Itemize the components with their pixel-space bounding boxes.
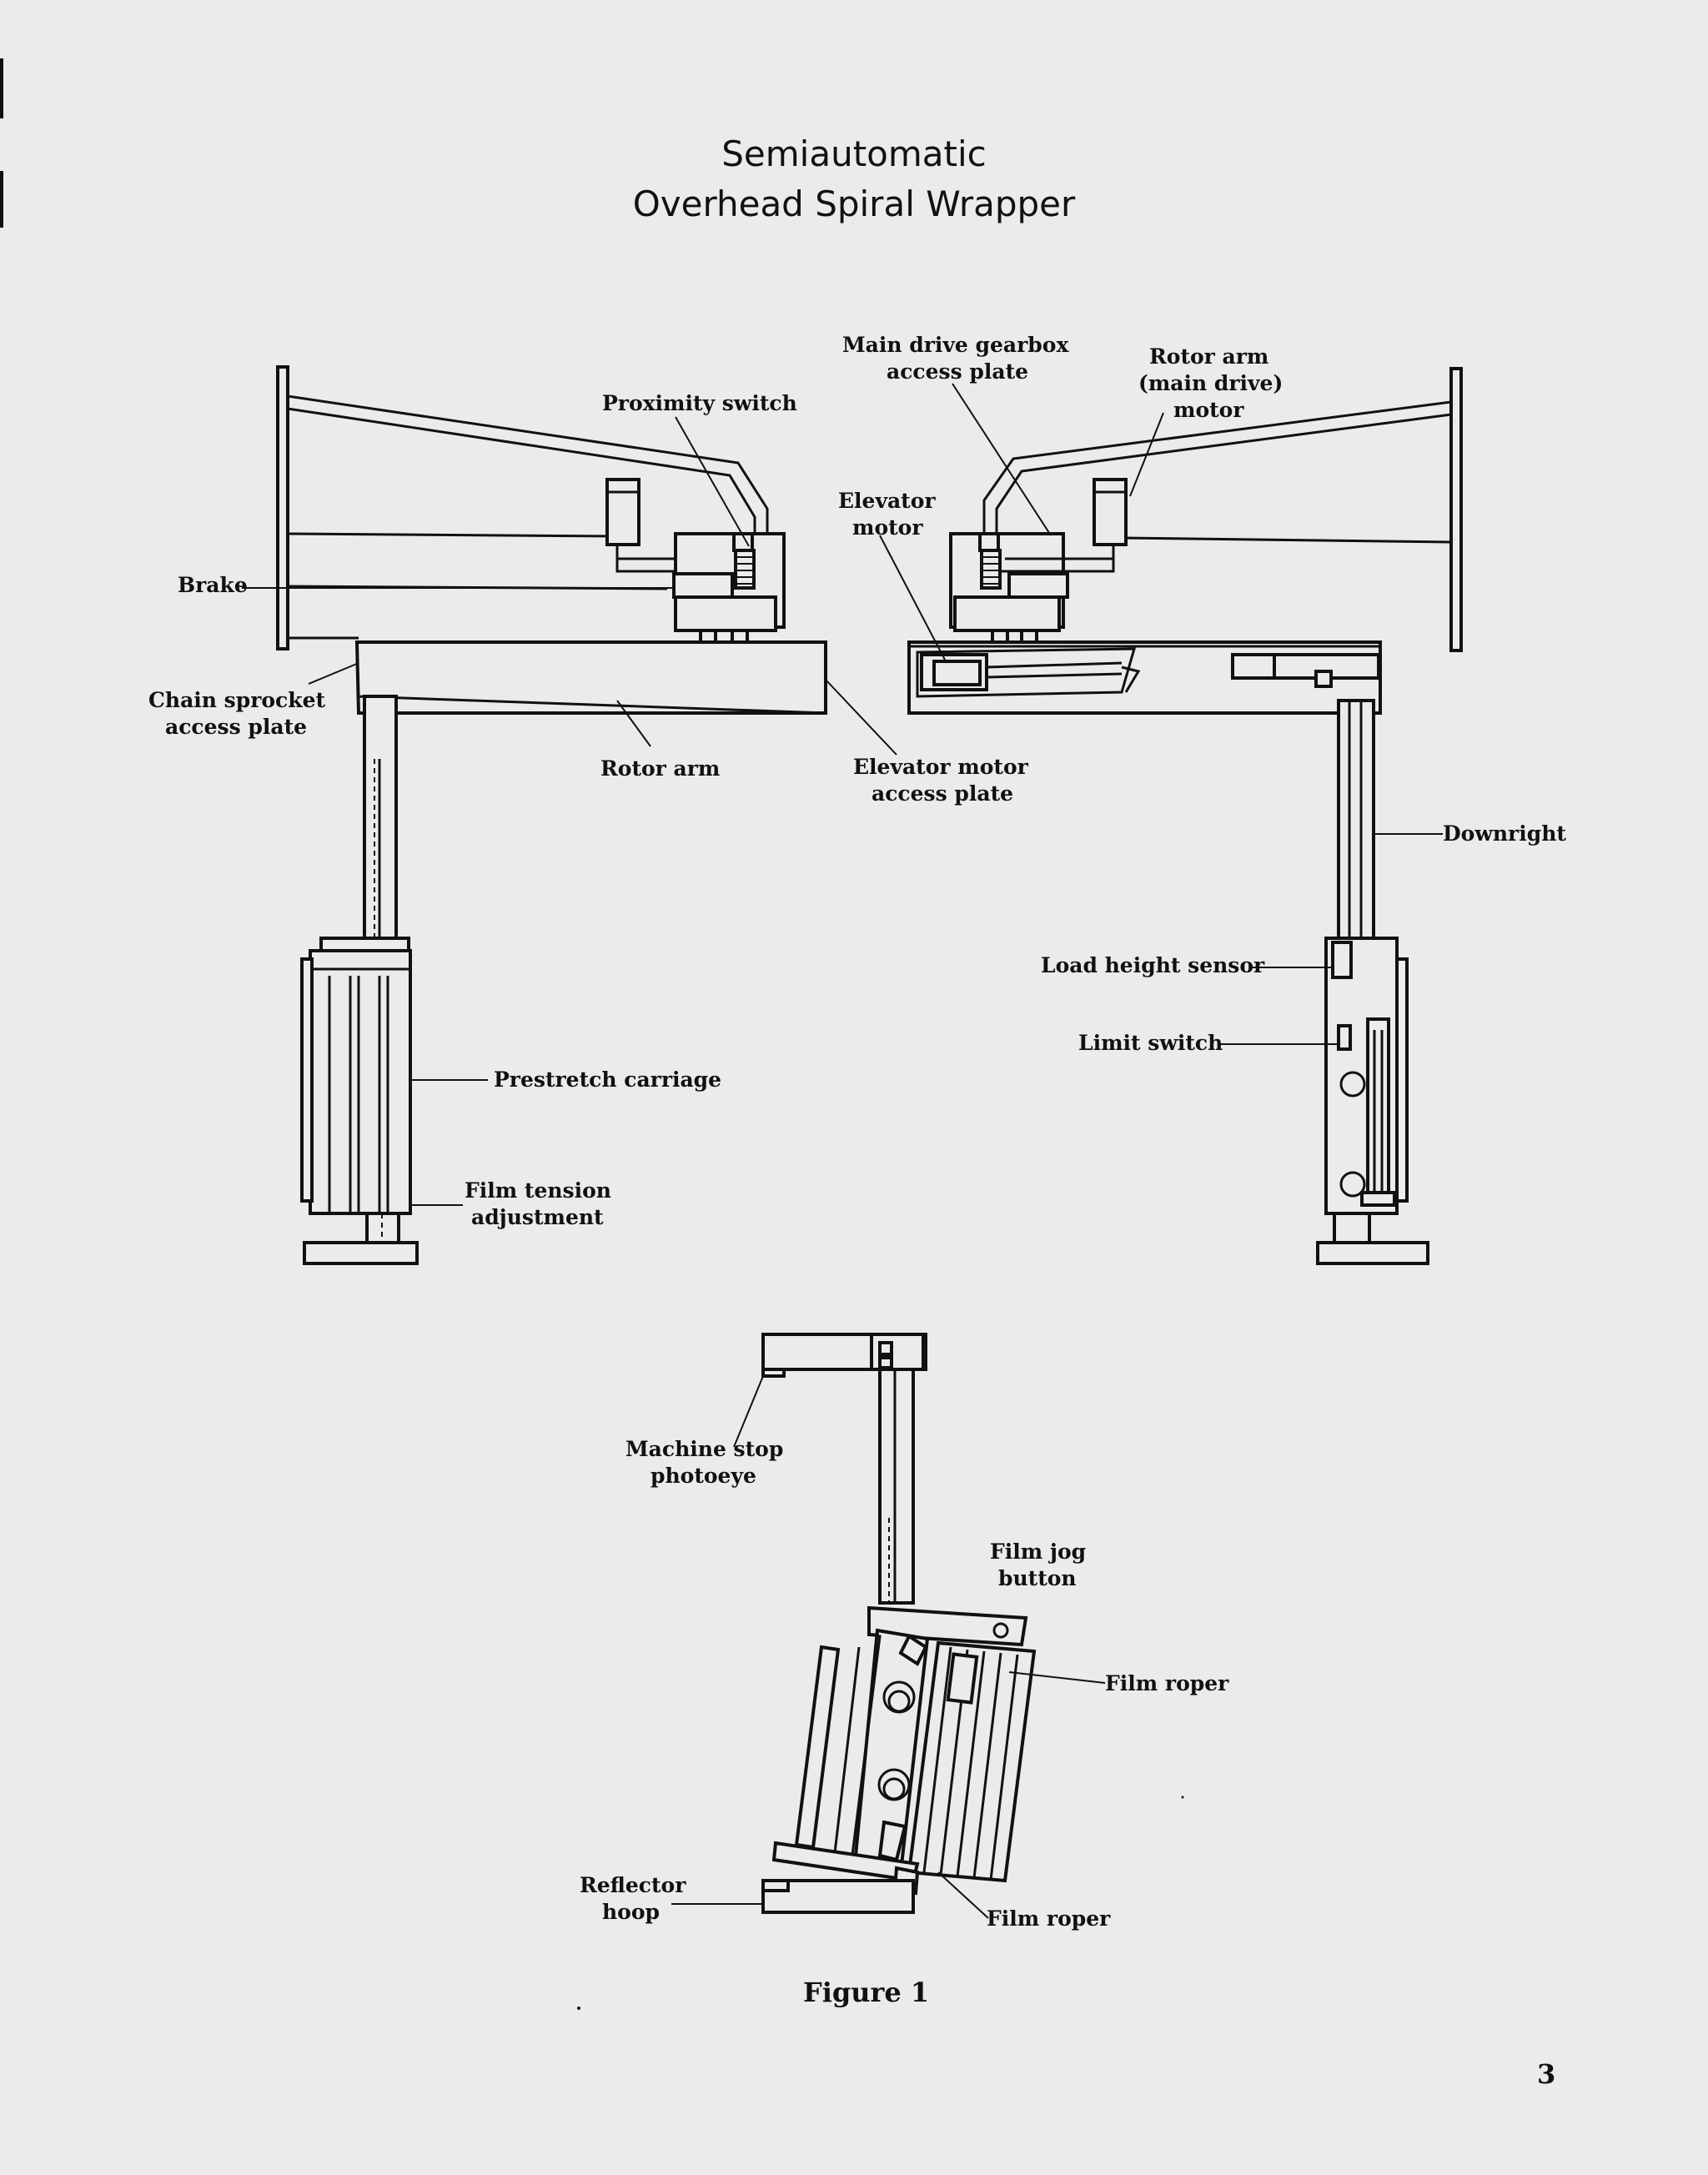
right-back-plate bbox=[1449, 367, 1463, 652]
label-rotor-arm-motor-line3: motor bbox=[1173, 398, 1244, 422]
scan-edge-mark bbox=[0, 58, 3, 118]
leader-lines bbox=[242, 383, 1443, 1919]
left-motor bbox=[605, 478, 640, 546]
label-rotor-arm-motor-line2: (main drive) bbox=[1138, 371, 1284, 395]
prestretch-carriage bbox=[309, 949, 412, 1215]
label-prestretch-carriage: Prestretch carriage bbox=[494, 1067, 722, 1092]
page-title-line2: Overhead Spiral Wrapper bbox=[632, 183, 1076, 224]
left-rotor-arm bbox=[354, 640, 827, 715]
label-proximity-switch: Proximity switch bbox=[602, 391, 797, 415]
scan-edge-mark bbox=[0, 171, 3, 228]
label-film-roper-lower: Film roper bbox=[987, 1906, 1111, 1931]
label-load-height-sensor: Load height sensor bbox=[1041, 953, 1265, 977]
label-elevator-motor-access-line2: access plate bbox=[872, 781, 1014, 806]
label-machine-stop-line1: Machine stop bbox=[625, 1437, 784, 1461]
brake-unit bbox=[672, 572, 734, 599]
label-film-jog-line1: Film jog bbox=[990, 1540, 1087, 1564]
label-elevator-motor-access-line1: Elevator motor bbox=[853, 755, 1028, 779]
bottom-view bbox=[761, 1333, 1037, 1914]
limit-switch bbox=[1337, 1024, 1352, 1051]
label-chain-sprocket-line2: access plate bbox=[165, 715, 308, 739]
right-machine-view bbox=[907, 367, 1463, 1265]
right-motor bbox=[1093, 478, 1128, 546]
label-brake: Brake bbox=[178, 573, 248, 597]
label-chain-sprocket-line1: Chain sprocket bbox=[148, 688, 326, 712]
bottom-column bbox=[878, 1368, 915, 1605]
label-main-drive-gearbox-line2: access plate bbox=[887, 359, 1029, 384]
label-film-tension-line2: adjustment bbox=[471, 1205, 604, 1229]
right-downright bbox=[1337, 699, 1375, 944]
label-elevator-motor-line2: motor bbox=[852, 515, 923, 540]
label-film-tension-line1: Film tension bbox=[465, 1178, 611, 1203]
page-title-line1: Semiautomatic bbox=[721, 133, 987, 174]
label-elevator-motor-line1: Elevator bbox=[838, 489, 936, 513]
right-base-plate bbox=[1316, 1241, 1429, 1265]
left-machine-view bbox=[276, 365, 827, 1265]
label-main-drive-gearbox-line1: Main drive gearbox bbox=[842, 333, 1069, 357]
label-downright: Downright bbox=[1443, 821, 1566, 846]
left-base-plate bbox=[303, 1241, 419, 1265]
load-height-sensor bbox=[1331, 941, 1353, 979]
label-rotor-arm-motor-line1: Rotor arm bbox=[1149, 344, 1269, 369]
label-reflector-hoop-line1: Reflector bbox=[580, 1873, 686, 1897]
page-number: 3 bbox=[1537, 2058, 1556, 2090]
label-machine-stop-line2: photoeye bbox=[651, 1464, 756, 1488]
label-limit-switch: Limit switch bbox=[1078, 1031, 1223, 1055]
figure-caption: Figure 1 bbox=[803, 1977, 930, 2008]
label-rotor-arm: Rotor arm bbox=[600, 756, 721, 781]
left-back-plate bbox=[276, 365, 289, 650]
label-reflector-hoop-line2: hoop bbox=[602, 1900, 661, 1924]
film-jog-button bbox=[992, 1622, 1009, 1639]
label-film-jog-line2: button bbox=[998, 1566, 1077, 1590]
label-film-roper-upper: Film roper bbox=[1105, 1671, 1229, 1695]
